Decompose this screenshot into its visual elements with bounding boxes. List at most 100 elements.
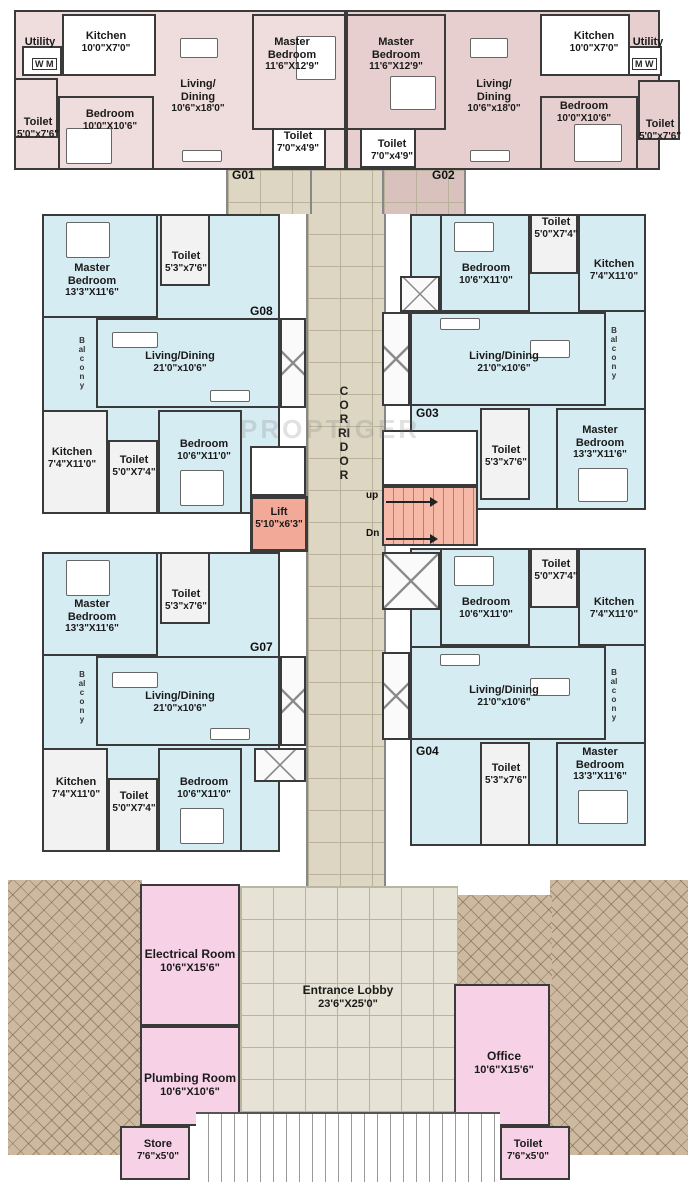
bed-g03-bedroom <box>454 222 494 252</box>
staircase <box>382 486 478 546</box>
bed-g03-master <box>578 468 628 502</box>
corridor-landing-g02 <box>382 170 466 214</box>
microwave-tag: M W <box>632 58 657 70</box>
corridor-floor <box>306 170 386 890</box>
plumbing-room <box>140 1026 240 1126</box>
dining-table-g08 <box>112 332 158 348</box>
room-g08-kitchen <box>42 410 108 514</box>
room-g02-toilet <box>638 80 680 140</box>
shaft-g04a <box>382 552 440 610</box>
room-g03-bedroom <box>440 214 530 312</box>
shaft-g07 <box>280 656 306 746</box>
unit-tag-g08: G08 <box>250 304 273 318</box>
room-g07-toilet <box>160 552 210 624</box>
bed-g08-bedroom <box>180 470 224 506</box>
lift-lobby-upper-right <box>382 430 478 486</box>
sofa-g08 <box>210 390 250 402</box>
room-g07-bedroom <box>158 748 242 852</box>
shaft-g04b <box>382 652 410 740</box>
electrical-room <box>140 884 240 1026</box>
unit-tag-g02: G02 <box>432 168 455 182</box>
landscape-right <box>550 880 688 1155</box>
landscape-right-upper <box>452 895 552 985</box>
bed-g04-bedroom <box>454 556 494 586</box>
unit-tag-g03: G03 <box>416 406 439 420</box>
room-g02-kitchen <box>540 14 630 76</box>
room-g03-master <box>556 408 646 510</box>
unit-tag-g07: G07 <box>250 640 273 654</box>
bed-g01-master <box>296 36 336 80</box>
sofa-g02 <box>470 150 510 162</box>
room-g02-toilet2 <box>360 128 416 168</box>
label-g02-utility: Utility <box>632 36 664 48</box>
bed-g01-bedroom <box>66 128 112 164</box>
dining-table-g01 <box>180 38 218 58</box>
room-g01-toilet2 <box>272 128 326 168</box>
office-room <box>454 984 550 1126</box>
bed-g02-master <box>390 76 436 110</box>
room-g01-kitchen <box>62 14 156 76</box>
stair-up-label: up <box>366 490 379 501</box>
bed-g07-bedroom <box>180 808 224 844</box>
landscape-left <box>8 880 142 1155</box>
label-g01-utility: Utility <box>24 36 56 48</box>
balcony-label-g07: Balcony <box>78 670 86 724</box>
corridor-label: CORRIDOR <box>338 384 350 482</box>
room-g03-kitchen <box>578 214 646 312</box>
lift-lobby-upper-left <box>250 446 306 496</box>
dining-table-g03 <box>530 340 570 358</box>
sofa-g03 <box>440 318 480 330</box>
room-g03-toilet <box>530 214 578 274</box>
balcony-label-g04: Balcony <box>610 668 618 722</box>
sofa-g07 <box>210 728 250 740</box>
bed-g02-bedroom <box>574 124 622 162</box>
lift <box>250 496 308 552</box>
washing-machine-tag: W M <box>32 58 57 70</box>
stair-down-arrow <box>386 534 438 544</box>
room-g07-toilet2 <box>108 778 158 852</box>
shaft-g03b <box>400 276 440 312</box>
corridor-landing-g01 <box>226 170 312 214</box>
office-toilet-room <box>500 1126 570 1180</box>
unit-tag-g01: G01 <box>232 168 255 182</box>
sofa-g04 <box>440 654 480 666</box>
dining-table-g02 <box>470 38 508 58</box>
unit-tag-g04: G04 <box>416 744 439 758</box>
room-g08-toilet2 <box>108 440 158 514</box>
dining-table-g04 <box>530 678 570 696</box>
balcony-label-g03: Balcony <box>610 326 618 380</box>
watermark: PROPTIGER <box>240 414 421 444</box>
